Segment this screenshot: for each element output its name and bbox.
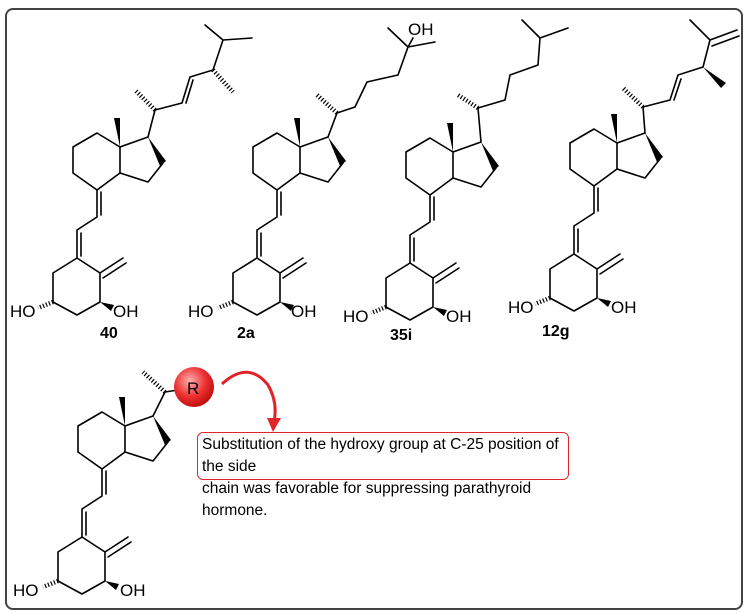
arrowhead-icon: [267, 418, 281, 432]
general-structure: R HO OH: [13, 367, 281, 600]
compound-label: 2a: [237, 325, 255, 342]
hydroxyl-label: HO: [13, 581, 39, 600]
compound-label: 12g: [542, 323, 570, 340]
hydroxyl-label: OH: [120, 581, 146, 600]
r-group-sphere: [174, 367, 214, 407]
curved-arrow: [220, 370, 277, 423]
compound-label: 40: [100, 325, 118, 342]
compound-35i: HO OH 35i: [343, 19, 569, 344]
annotation-line: Substitution of the hydroxy group at C-2…: [202, 436, 559, 475]
hydroxyl-label: OH: [408, 20, 434, 39]
hydroxyl-label: HO: [10, 302, 36, 321]
annotation-box: Substitution of the hydroxy group at C-2…: [197, 432, 569, 519]
compound-12g: HO OH 12g: [508, 19, 740, 340]
hydroxyl-label: OH: [113, 302, 139, 321]
hydroxyl-label: HO: [343, 307, 369, 326]
compound-40: HO OH 40: [10, 24, 253, 342]
hydroxyl-label: OH: [291, 302, 317, 321]
compound-label: 35i: [390, 327, 412, 344]
annotation-line: chain was favorable for suppressing para…: [202, 480, 532, 519]
hydroxyl-label: OH: [446, 307, 472, 326]
r-group-label: R: [187, 379, 199, 398]
hydroxyl-label: HO: [188, 302, 214, 321]
compound-2a: OH HO OH 2a: [188, 20, 436, 342]
hydroxyl-label: HO: [508, 298, 534, 317]
figure-frame: [5, 8, 743, 610]
hydroxyl-label: OH: [611, 298, 637, 317]
